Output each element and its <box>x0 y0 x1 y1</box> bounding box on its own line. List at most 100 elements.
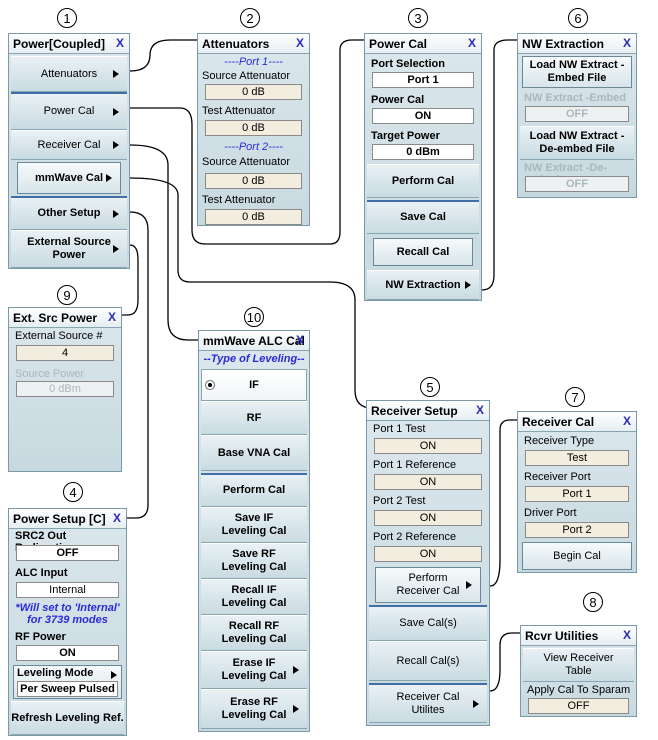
port2-header: ----Port 2---- <box>224 141 283 153</box>
close-icon[interactable]: X <box>112 511 121 525</box>
port2-ref-field[interactable]: ON <box>374 546 482 562</box>
button-label: Load NW Extract - De-embed File <box>529 130 625 155</box>
apply-cal-field[interactable]: OFF <box>528 698 629 714</box>
close-icon[interactable]: X <box>475 403 484 417</box>
power-cal-field[interactable]: ON <box>372 108 474 124</box>
button-label: Power Cal <box>43 105 95 117</box>
save-rf-button[interactable]: Save RF Leveling Cal <box>201 543 307 579</box>
base-vna-cal-button[interactable]: Base VNA Cal <box>201 435 307 471</box>
source-power-label: Source Power <box>15 368 85 380</box>
arrow-right-icon <box>111 671 117 679</box>
leveling-mode-button[interactable]: Leveling Mode Per Sweep Pulsed <box>13 665 122 699</box>
driver-port-label: Driver Port <box>524 507 577 519</box>
receiver-type-field[interactable]: Test <box>525 450 629 466</box>
arrow-right-icon <box>466 581 472 589</box>
leveling-mode-field: Per Sweep Pulsed <box>17 681 118 697</box>
driver-port-field[interactable]: Port 2 <box>525 522 629 538</box>
perform-cal-button[interactable]: Perform Cal <box>367 164 479 198</box>
arrow-right-icon <box>113 209 119 218</box>
load-deembed-button[interactable]: Load NW Extract - De-embed File <box>520 126 634 160</box>
recall-cal-button[interactable]: Recall Cal <box>373 238 473 266</box>
external-source-power-button[interactable]: External Source Power <box>11 230 127 268</box>
close-icon[interactable]: X <box>622 36 631 50</box>
view-receiver-table-button[interactable]: View Receiver Table <box>523 648 634 682</box>
other-setup-button[interactable]: Other Setup <box>11 196 127 230</box>
receiver-cal-titlebar: Receiver Cal X <box>518 412 636 432</box>
close-icon[interactable]: X <box>107 310 116 324</box>
close-icon[interactable]: X <box>295 333 304 347</box>
load-embed-button[interactable]: Load NW Extract - Embed File <box>522 56 632 88</box>
close-icon[interactable]: X <box>295 36 304 50</box>
panel-title: Receiver Cal <box>522 414 595 429</box>
recall-if-button[interactable]: Recall IF Leveling Cal <box>201 579 307 615</box>
arrow-right-icon <box>293 666 299 674</box>
port2-test-field[interactable]: ON <box>374 510 482 526</box>
source-num-field[interactable]: 4 <box>16 345 114 361</box>
alc-input-field[interactable]: Internal <box>16 582 119 598</box>
erase-rf-button[interactable]: Erase RF Leveling Cal <box>201 689 307 729</box>
port1-header: ----Port 1---- <box>224 56 283 68</box>
close-icon[interactable]: X <box>467 36 476 50</box>
p1-source-field[interactable]: 0 dB <box>205 84 302 100</box>
button-label: Recall Cal(s) <box>396 654 460 667</box>
recall-cals-button[interactable]: Recall Cal(s) <box>369 641 487 681</box>
port1-test-field[interactable]: ON <box>374 438 482 454</box>
close-icon[interactable]: X <box>622 628 631 642</box>
button-label: Base VNA Cal <box>217 446 291 459</box>
p2-source-field[interactable]: 0 dB <box>205 173 302 189</box>
button-label: Recall Cal <box>396 245 450 258</box>
port1-ref-field[interactable]: ON <box>374 474 482 490</box>
marker-1: 1 <box>57 8 77 28</box>
receiver-port-field[interactable]: Port 1 <box>525 486 629 502</box>
power-setup-titlebar: Power Setup [C]X <box>9 509 126 529</box>
option-label: IF <box>249 378 259 391</box>
power-coupled-panel: Power[Coupled]X Attenuators Power Cal Re… <box>8 33 130 269</box>
port-selection-field[interactable]: Port 1 <box>372 72 474 88</box>
mmwave-cal-button[interactable]: mmWave Cal <box>17 162 121 194</box>
recall-rf-button[interactable]: Recall RF Leveling Cal <box>201 615 307 651</box>
port-selection-label: Port Selection <box>371 58 445 70</box>
erase-if-button[interactable]: Erase IF Leveling Cal <box>201 651 307 689</box>
receiver-cal-button[interactable]: Receiver Cal <box>11 130 127 160</box>
button-label: Load NW Extract - Embed File <box>529 59 625 84</box>
close-icon[interactable]: X <box>622 414 631 428</box>
rf-power-field[interactable]: ON <box>16 645 119 661</box>
arrow-right-icon <box>473 699 479 708</box>
nw-extraction-button[interactable]: NW Extraction <box>367 270 479 300</box>
button-label: Erase IF Leveling Cal <box>221 657 287 682</box>
button-label: Attenuators <box>40 67 98 80</box>
power-cal-button[interactable]: Power Cal <box>11 92 127 130</box>
leveling-mode-label: Leveling Mode <box>17 667 94 679</box>
close-icon[interactable]: X <box>115 36 124 50</box>
receiver-cal-utilities-button[interactable]: Receiver Cal Utilites <box>369 683 487 723</box>
button-label: Receiver Cal Utilites <box>396 690 460 716</box>
arrow-right-icon <box>465 281 471 289</box>
panel-title: Rcvr Utilities <box>525 628 599 643</box>
p2-test-field[interactable]: 0 dB <box>205 209 302 225</box>
if-option[interactable]: IF <box>201 369 307 401</box>
perform-receiver-cal-button[interactable]: Perform Receiver Cal <box>375 567 481 603</box>
alc-input-label: ALC Input <box>15 567 68 579</box>
power-cal-label: Power Cal <box>371 94 425 106</box>
begin-cal-button[interactable]: Begin Cal <box>522 542 632 570</box>
attenuators-button[interactable]: Attenuators <box>11 56 127 92</box>
power-coupled-titlebar: Power[Coupled]X <box>9 34 129 54</box>
save-cals-button[interactable]: Save Cal(s) <box>369 605 487 641</box>
alc-note: *Will set to 'Internal' for 3739 modes <box>15 602 120 626</box>
rf-option[interactable]: RF <box>201 401 307 435</box>
src2-field[interactable]: OFF <box>16 545 119 561</box>
save-cal-button[interactable]: Save Cal <box>367 200 479 234</box>
port2-test-label: Port 2 Test <box>373 495 426 507</box>
refresh-leveling-button[interactable]: Refresh Leveling Ref. <box>11 701 124 735</box>
p1-test-field[interactable]: 0 dB <box>205 120 302 136</box>
p1-source-label: Source Attenuator <box>202 70 291 82</box>
target-power-field[interactable]: 0 dBm <box>372 144 474 160</box>
perform-cal-button[interactable]: Perform Cal <box>201 473 307 507</box>
save-if-button[interactable]: Save IF Leveling Cal <box>201 507 307 543</box>
panel-title: Ext. Src Power <box>13 310 98 325</box>
